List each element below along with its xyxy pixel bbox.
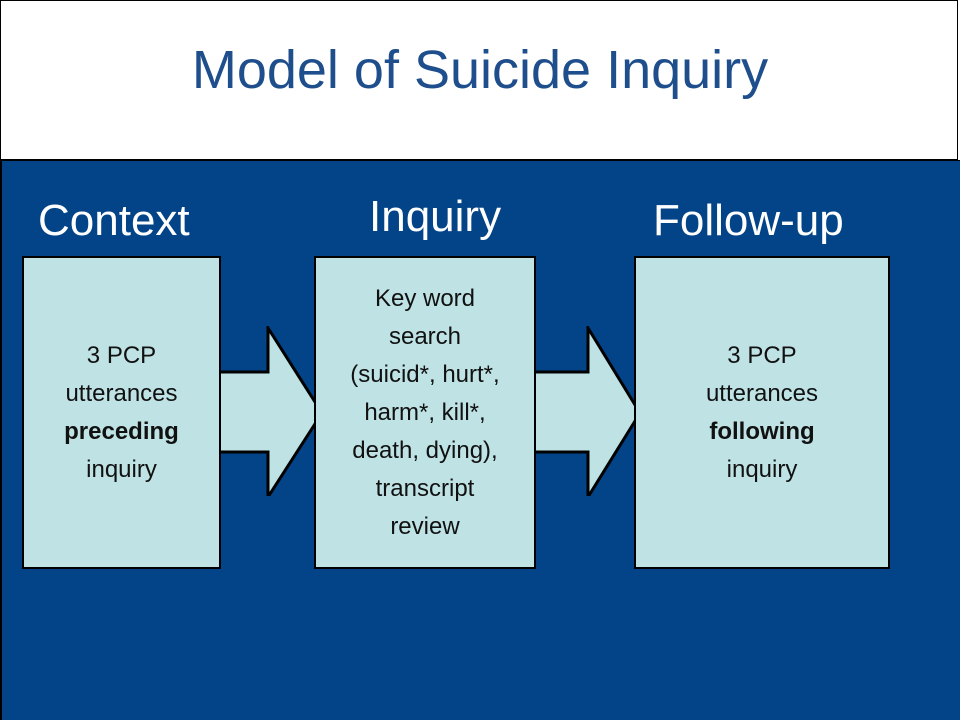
box-context-keyword: preceding xyxy=(64,417,179,445)
heading-followup: Follow-up xyxy=(653,196,844,245)
box-followup-line: inquiry xyxy=(726,455,798,483)
box-inquiry-line: death, dying), xyxy=(352,436,498,464)
box-inquiry-line: harm*, kill*, xyxy=(364,398,486,426)
box-context-line: utterances xyxy=(65,379,178,407)
slide-title: Model of Suicide Inquiry xyxy=(191,40,769,100)
arrow-context-to-inquiry xyxy=(210,326,324,496)
box-followup-keyword: following xyxy=(709,417,815,445)
arrow-shape xyxy=(210,326,324,496)
box-context-line: inquiry xyxy=(86,455,157,483)
box-inquiry-line: (suicid*, hurt*, xyxy=(350,360,500,388)
box-context-text: 3 PCP utterances preceding inquiry xyxy=(58,337,185,489)
box-inquiry-line: transcript xyxy=(375,474,475,502)
box-followup-line: 3 PCP xyxy=(727,341,797,369)
box-context: 3 PCP utterances preceding inquiry xyxy=(22,256,221,569)
box-inquiry-line: search xyxy=(388,322,462,350)
box-inquiry-line: Key word xyxy=(374,284,476,312)
heading-context: Context xyxy=(38,196,190,245)
title-area xyxy=(0,0,958,160)
arrow-inquiry-to-followup xyxy=(526,326,642,496)
heading-inquiry: Inquiry xyxy=(369,192,502,241)
box-followup-text: 3 PCP utterances following inquiry xyxy=(700,337,824,489)
box-inquiry-text: Key word search (suicid*, hurt*, harm*, … xyxy=(344,280,505,546)
box-followup: 3 PCP utterances following inquiry xyxy=(634,256,890,569)
arrow-shape xyxy=(526,326,642,496)
box-context-line: 3 PCP xyxy=(86,341,157,369)
box-inquiry: Key word search (suicid*, hurt*, harm*, … xyxy=(314,256,536,569)
box-inquiry-line: review xyxy=(390,512,460,540)
box-followup-line: utterances xyxy=(705,379,819,407)
